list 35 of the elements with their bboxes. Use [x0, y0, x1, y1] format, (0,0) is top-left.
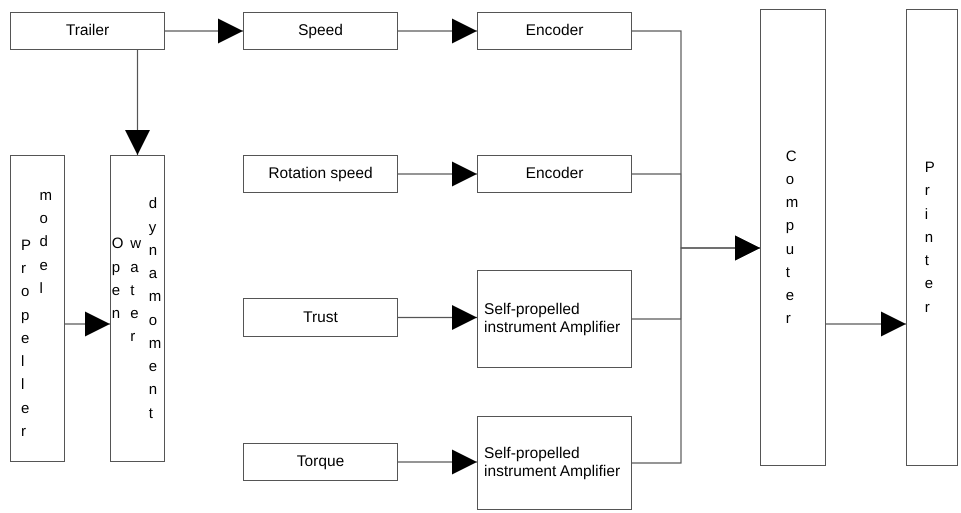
box-label: Trust: [302, 308, 339, 326]
arrow: [398, 162, 477, 186]
box-label: Self-propelled instrument Amplifier: [484, 301, 622, 337]
arrow: [398, 450, 477, 474]
process-box: [10, 12, 165, 50]
process-box: [906, 9, 958, 466]
process-box: [477, 416, 632, 510]
box-label: Trailer: [64, 22, 110, 40]
arrow: [398, 305, 477, 330]
box-label: Self-propelled instrument Amplifier: [484, 445, 622, 481]
box-label: Torque: [296, 453, 346, 471]
process-box: [477, 12, 632, 50]
arrow: [826, 312, 906, 336]
arrow: [125, 50, 150, 155]
vertical-label: Open water dynamoment: [112, 194, 162, 424]
process-box: [110, 155, 165, 462]
box-label: Encoder: [524, 22, 584, 40]
arrow: [632, 236, 760, 464]
process-box: [477, 270, 632, 368]
process-box: [760, 9, 826, 466]
process-box: [243, 12, 398, 50]
box-label: Speed: [297, 22, 344, 40]
process-box: [243, 443, 398, 481]
process-box: [243, 298, 398, 337]
arrow: [65, 312, 110, 336]
vertical-label: Computer: [786, 146, 800, 330]
arrow: [398, 18, 477, 44]
vertical-label: Propeller model: [21, 186, 53, 442]
vertical-label: Printer: [924, 158, 936, 318]
process-box: [10, 155, 65, 462]
box-label: Rotation speed: [267, 165, 374, 183]
box-label: Encoder: [524, 165, 584, 183]
process-box: [477, 155, 632, 193]
arrow: [165, 18, 243, 44]
process-box: [243, 155, 398, 193]
